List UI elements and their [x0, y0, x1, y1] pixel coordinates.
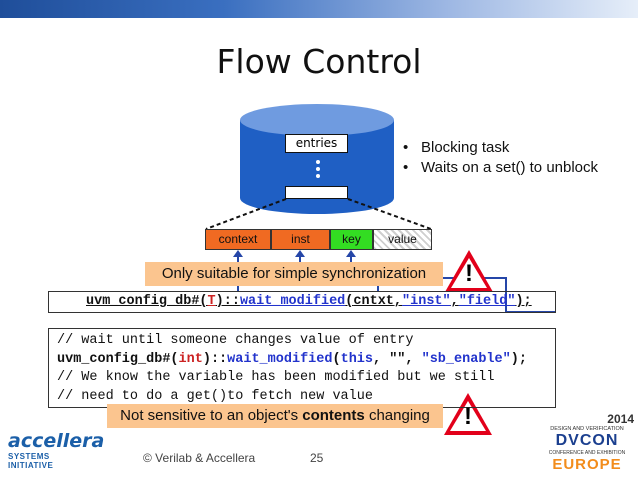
code-token: )::	[215, 294, 240, 309]
warning-triangle-icon: !	[464, 403, 472, 430]
warning-triangle-icon: !	[465, 260, 473, 287]
entry-slot	[285, 186, 348, 199]
accellera-logo: accellera SYSTEMS INITIATIVE	[8, 430, 105, 470]
code-token: uvm_config_db#(	[86, 294, 208, 309]
code-method: wait_modified	[239, 294, 346, 309]
field-inst: inst	[271, 229, 330, 250]
code-token: ,	[393, 294, 403, 309]
code-type: T	[207, 294, 216, 309]
code-arg: cntxt	[353, 294, 394, 309]
dvcon-europe-logo: 2014 DESIGN AND VERIFICATION DVCON CONFE…	[548, 412, 634, 473]
field-value: value	[373, 229, 432, 250]
note-not-sensitive: Not sensitive to an object's contents ch…	[107, 404, 443, 428]
code-token: ,	[450, 294, 459, 309]
note-simple-sync: Only suitable for simple synchronization	[145, 262, 443, 286]
bullet-list: Blocking task Waits on a set() to unbloc…	[403, 138, 598, 178]
code-comment: // We know the variable has been modifie…	[57, 370, 495, 385]
bullet-item: Waits on a set() to unblock	[403, 158, 598, 178]
page-number: 25	[310, 451, 324, 465]
dashed-connectors	[205, 198, 432, 230]
code-token: );	[515, 294, 532, 309]
code-wait-modified: uvm_config_db#(T)::wait_modified(cntxt,"…	[48, 291, 556, 313]
warning-triangle-icon-shapes	[444, 250, 493, 435]
code-comment: // need to do a get()to fetch new value	[57, 388, 373, 404]
slide-title: Flow Control	[216, 42, 422, 81]
entries-label: entries	[285, 134, 348, 153]
bullet-item: Blocking task	[403, 138, 598, 158]
code-token: (	[345, 294, 354, 309]
code-comment: // wait until someone changes value of e…	[57, 333, 414, 348]
code-example-block: // wait until someone changes value of e…	[48, 328, 556, 408]
field-key: key	[330, 229, 373, 250]
top-banner	[0, 0, 638, 18]
code-arg: "field"	[458, 294, 516, 309]
ellipsis-dots	[316, 160, 320, 181]
code-statement: uvm_config_db#(int)::wait_modified(this,…	[57, 351, 527, 367]
field-context: context	[205, 229, 271, 250]
footer-copyright: © Verilab & Accellera	[143, 451, 256, 465]
code-arg: "inst"	[402, 294, 451, 309]
